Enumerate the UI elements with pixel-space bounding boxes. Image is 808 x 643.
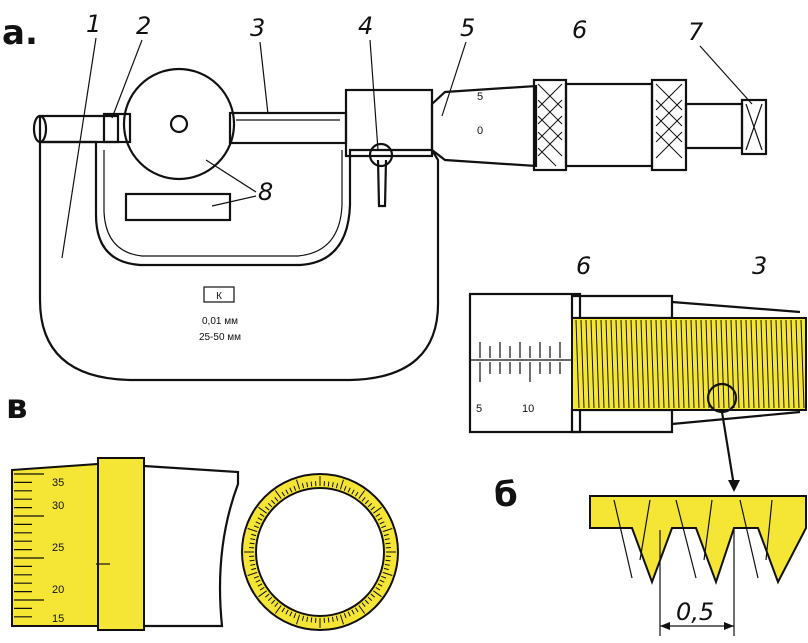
sleeve-outline: [143, 464, 240, 628]
sleeve: [430, 84, 538, 168]
callout-4: 4: [358, 12, 373, 40]
thread-profile: [589, 495, 807, 586]
callout-3: 3: [250, 14, 265, 42]
thimble-35: 35: [52, 477, 64, 489]
frame: [38, 140, 440, 382]
ring-ticks: [244, 476, 396, 628]
thimble-barrel: [97, 457, 145, 631]
measuring-disc: [122, 67, 236, 181]
anvil-face: [102, 112, 132, 144]
section-callout-6: 6: [576, 252, 591, 280]
sleeve-scale-10: 10: [522, 403, 534, 415]
spindle: [228, 111, 348, 145]
thimble-20: 20: [52, 584, 64, 596]
thimble-25: 25: [52, 542, 64, 554]
panel-label-v: в: [6, 387, 28, 427]
callout-1: 1: [86, 10, 101, 38]
section-cone: [671, 300, 801, 426]
measuring-pad: [124, 192, 232, 222]
section-nut-bottom: [570, 408, 674, 434]
callout-8: 8: [258, 178, 273, 206]
panel-label-a: а.: [2, 13, 38, 53]
range-text: 25-50 мм: [199, 332, 241, 343]
strip-ticks: [14, 473, 44, 618]
pitch-label: 0,5: [676, 598, 714, 626]
thimble-15: 15: [52, 613, 64, 625]
section-nut-top: [570, 294, 674, 320]
thread-lines: [575, 319, 805, 409]
thimble-body: [564, 82, 654, 168]
callout-6: 6: [572, 16, 587, 44]
lock-lever: [376, 159, 388, 208]
section-callout-3: 3: [752, 252, 767, 280]
sleeve-mark-0: 0: [477, 125, 483, 137]
thread-detail-arrow: [720, 411, 736, 487]
callout-7: 7: [688, 18, 704, 46]
sleeve-mark-5: 5: [477, 91, 483, 103]
lock-screw: [368, 142, 394, 168]
ratchet-neck: [684, 102, 744, 150]
frame-inner-edge: [103, 150, 343, 257]
thimble-knurl-left: [532, 78, 568, 172]
disc-hole: [169, 114, 189, 134]
accuracy-text: 0,01 мм: [202, 316, 238, 327]
anvil: [38, 114, 120, 144]
maker-mark: К: [216, 291, 222, 302]
ratchet: [740, 98, 768, 156]
anvil-tip: [32, 114, 48, 144]
sleeve-scale-5: 5: [476, 403, 482, 415]
maker-mark-box: [203, 286, 235, 303]
thimble-ring-inner: [255, 487, 385, 617]
callout-2: 2: [136, 12, 151, 40]
callout-5: 5: [460, 14, 475, 42]
thimble-30: 30: [52, 500, 64, 512]
panel-label-b: б: [494, 475, 518, 515]
